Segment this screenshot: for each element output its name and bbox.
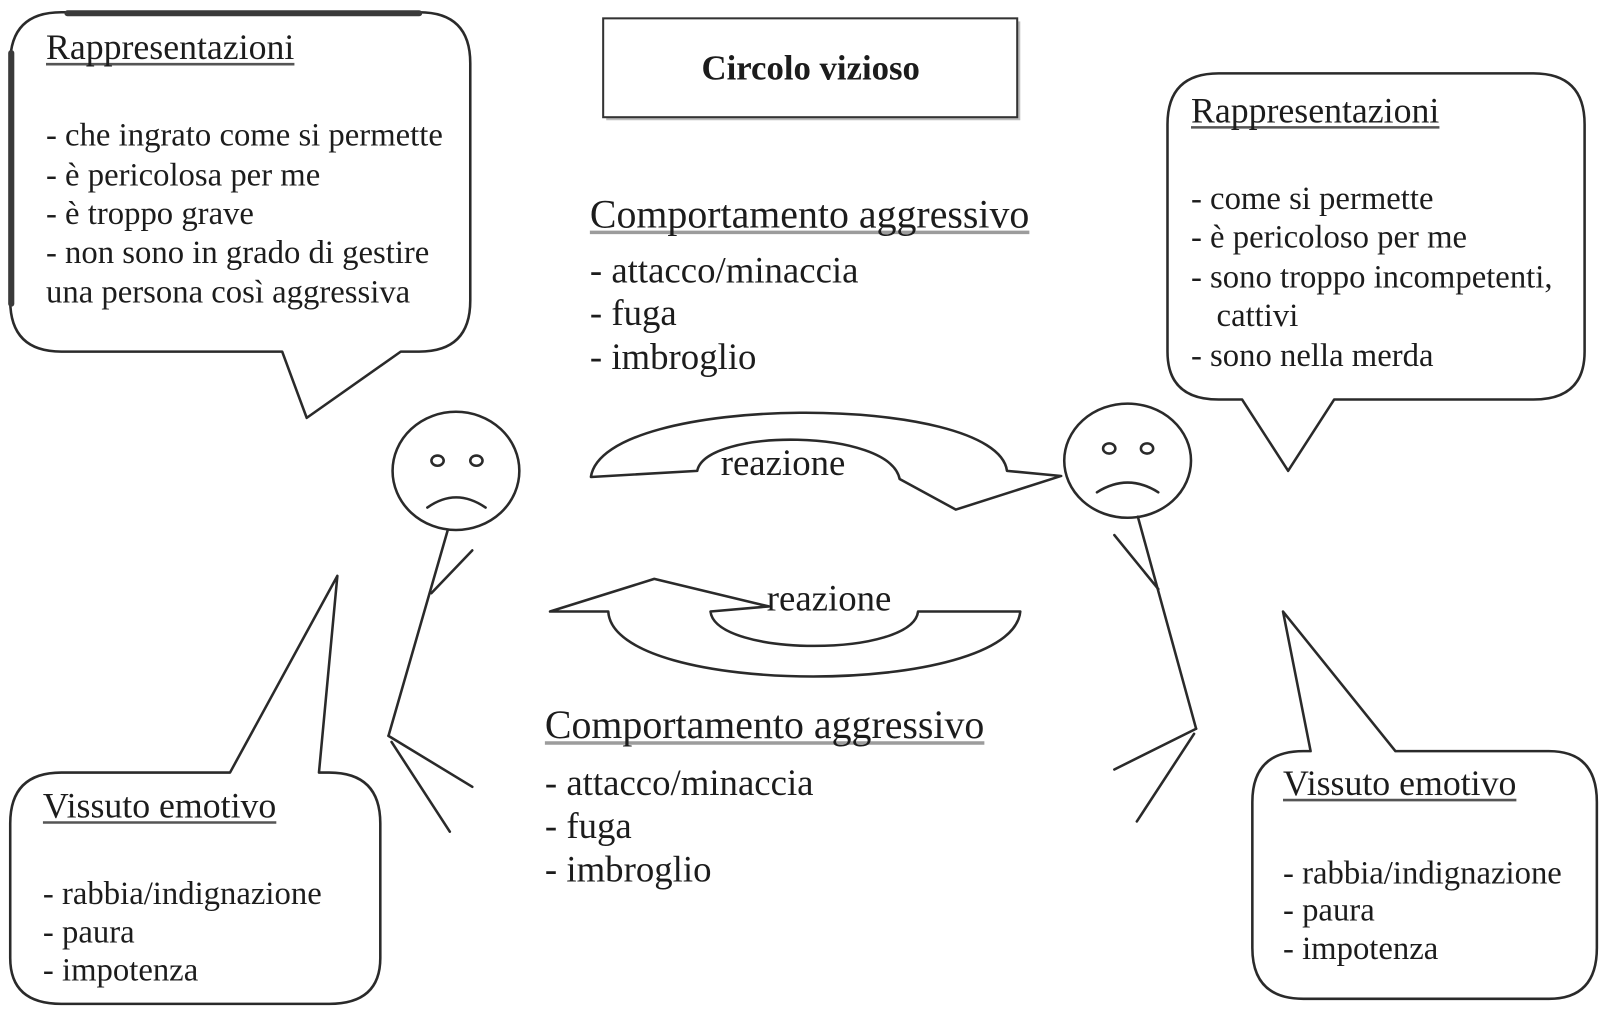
behavior-bottom-block: Comportamento aggressivo - attacco/minac… [544, 703, 984, 890]
left-emotions-bubble: Vissuto emotivo - rabbia/indignazione - … [8, 574, 382, 1006]
right-representations-heading: Rappresentazioni [1191, 90, 1439, 130]
arrow-bottom-label: reazione [767, 578, 892, 619]
body-line [1136, 515, 1198, 730]
speech-bubble-shape [8, 10, 472, 420]
leg-line [387, 734, 474, 789]
behavior-top-heading: Comportamento aggressivo [590, 192, 1029, 236]
head [1062, 402, 1193, 520]
speech-bubble-shape [1251, 610, 1599, 1001]
leg-line [1113, 727, 1198, 771]
speech-bubble-shape [1166, 72, 1586, 473]
body-line [387, 528, 450, 738]
arm-line [430, 549, 474, 595]
left-representation-line: - che ingrato come si permette [46, 118, 443, 154]
reaction-arrow-bottom: reazione [548, 577, 1022, 678]
behavior-bottom-line: - attacco/minaccia [545, 762, 814, 803]
left-eye [1101, 442, 1117, 455]
right-person-figure [1062, 402, 1198, 823]
frown-mouth [426, 496, 487, 509]
right-representation-line: - sono troppo incompetenti, [1191, 259, 1553, 295]
arm-line [1113, 533, 1160, 591]
left-eye [430, 454, 445, 468]
leg-line [1135, 732, 1196, 823]
behavior-bottom-line: - fuga [545, 805, 632, 846]
leg-line [390, 740, 452, 833]
left-emotion-line: - rabbia/indignazione [43, 876, 322, 912]
arrow-top-label: reazione [721, 442, 846, 483]
diagram-title: Circolo vizioso [702, 49, 920, 88]
sad-face-icon [1062, 402, 1193, 520]
behavior-top-line: - imbroglio [590, 336, 757, 377]
head [391, 410, 521, 532]
right-emotion-line: - impotenza [1283, 931, 1439, 967]
behavior-bottom-heading: Comportamento aggressivo [545, 703, 984, 747]
right-emotion-line: - rabbia/indignazione [1283, 856, 1562, 892]
behavior-top-line: - attacco/minaccia [590, 249, 859, 290]
behavior-bottom-line: - imbroglio [545, 849, 712, 890]
left-person-figure [387, 410, 521, 833]
left-representation-line: - è pericolosa per me [46, 158, 320, 194]
left-representation-line: una persona così aggressiva [46, 275, 411, 311]
right-emotion-line: - paura [1283, 892, 1375, 928]
curved-arrow-left-icon [548, 577, 1022, 678]
behavior-top-line: - fuga [590, 292, 677, 333]
right-emotions-heading: Vissuto emotivo [1283, 763, 1516, 803]
left-representations-bubble: Rappresentazioni - che ingrato come si p… [8, 10, 472, 420]
frown-mouth [1095, 481, 1160, 494]
left-representations-heading: Rappresentazioni [46, 27, 294, 67]
left-representation-line: - è troppo grave [46, 196, 254, 232]
right-representation-line: - è pericoloso per me [1191, 220, 1467, 256]
reaction-arrow-top: reazione [589, 411, 1063, 511]
right-representation-line: - sono nella merda [1191, 338, 1434, 374]
behavior-top-block: Comportamento aggressivo - attacco/minac… [590, 192, 1029, 377]
right-representation-line: - come si permette [1191, 181, 1433, 217]
left-emotion-line: - impotenza [43, 953, 199, 989]
right-eye [1139, 442, 1155, 455]
right-representations-bubble: Rappresentazioni - come si permette - è … [1166, 72, 1586, 473]
right-representation-line: cattivi [1217, 298, 1299, 334]
title-box: Circolo vizioso [602, 17, 1021, 121]
right-eye [468, 454, 484, 468]
right-emotions-bubble: Vissuto emotivo - rabbia/indignazione - … [1251, 610, 1599, 1001]
left-emotions-heading: Vissuto emotivo [43, 785, 276, 825]
curved-arrow-right-icon [589, 411, 1063, 511]
left-emotion-line: - paura [43, 915, 135, 951]
speech-bubble-shape [8, 574, 382, 1006]
left-representation-line: - non sono in grado di gestire [46, 235, 429, 271]
title-box-frame [602, 17, 1019, 119]
sad-face-icon [391, 410, 521, 532]
